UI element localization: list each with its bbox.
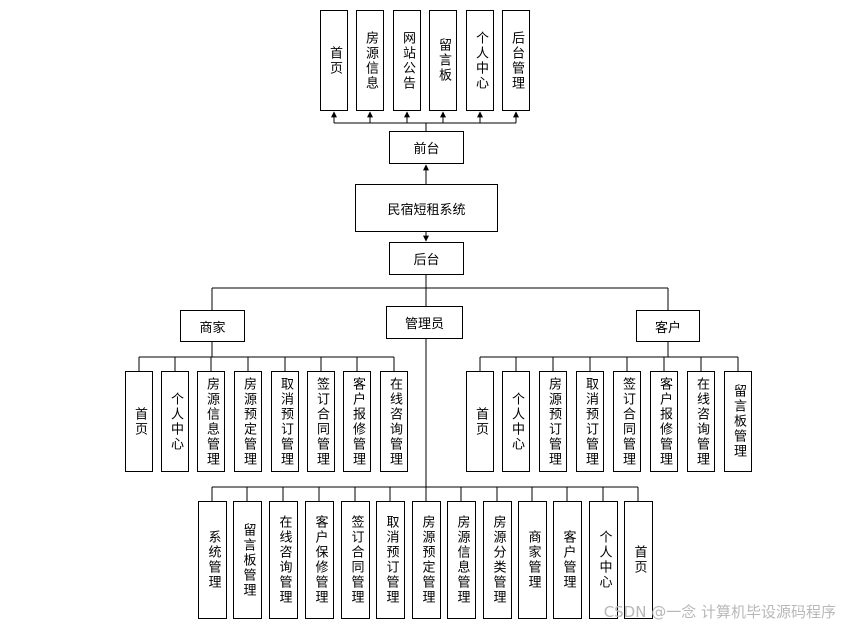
merchant-module-repair-management: 客户报修管理 <box>343 371 371 472</box>
frontend-module-personal-center: 个人中心 <box>466 10 494 111</box>
merchant-module-home: 首页 <box>125 371 153 472</box>
merchant-module-cancellation-management: 取消预订管理 <box>271 371 299 472</box>
admin-module-listing-management: 房源信息管理 <box>447 501 476 619</box>
frontend-module-listings: 房源信息 <box>356 10 384 111</box>
admin-module-repair-management: 客户保修管理 <box>305 501 334 619</box>
merchant-module-listing-management: 房源信息管理 <box>197 371 225 472</box>
root-node: 民宿短租系统 <box>355 184 498 232</box>
role-customer: 客户 <box>636 310 700 342</box>
frontend-node: 前台 <box>389 131 464 164</box>
customer-module-contract-management: 签订合同管理 <box>613 371 641 472</box>
admin-module-contract-management: 签订合同管理 <box>341 501 370 619</box>
role-admin: 管理员 <box>386 306 463 339</box>
watermark: CSDN @一念 计算机毕设源码程序 <box>603 603 836 621</box>
customer-module-personal-center: 个人中心 <box>502 371 530 472</box>
admin-module-home: 首页 <box>624 501 653 619</box>
admin-module-personal-center: 个人中心 <box>589 501 618 619</box>
admin-module-system-management: 系统管理 <box>198 501 227 619</box>
frontend-module-message-board: 留言板 <box>429 10 457 111</box>
customer-module-home: 首页 <box>466 371 494 472</box>
admin-module-booking-management: 房源预定管理 <box>412 501 441 619</box>
role-merchant: 商家 <box>180 310 245 342</box>
customer-module-booking-management: 房源预订管理 <box>539 371 567 472</box>
merchant-module-booking-management: 房源预定管理 <box>234 371 262 472</box>
admin-module-message-board-management: 留言板管理 <box>233 501 262 619</box>
admin-module-consultation-management: 在线咨询管理 <box>269 501 298 619</box>
frontend-module-home: 首页 <box>320 10 348 111</box>
backend-node: 后台 <box>389 242 464 275</box>
admin-module-cancellation-management: 取消预订管理 <box>376 501 405 619</box>
merchant-module-contract-management: 签订合同管理 <box>307 371 335 472</box>
customer-module-consultation-management: 在线咨询管理 <box>687 371 715 472</box>
frontend-module-announcements: 网站公告 <box>393 10 421 111</box>
admin-module-customer-management: 客户管理 <box>553 501 582 619</box>
merchant-module-personal-center: 个人中心 <box>161 371 189 472</box>
customer-module-repair-management: 客户报修管理 <box>650 371 678 472</box>
admin-module-category-management: 房源分类管理 <box>483 501 512 619</box>
customer-module-cancellation-management: 取消预订管理 <box>576 371 604 472</box>
merchant-module-consultation-management: 在线咨询管理 <box>380 371 408 472</box>
frontend-module-backend-admin: 后台管理 <box>502 10 530 111</box>
customer-module-message-board-management: 留言板管理 <box>724 371 752 472</box>
admin-module-merchant-management: 商家管理 <box>518 501 547 619</box>
